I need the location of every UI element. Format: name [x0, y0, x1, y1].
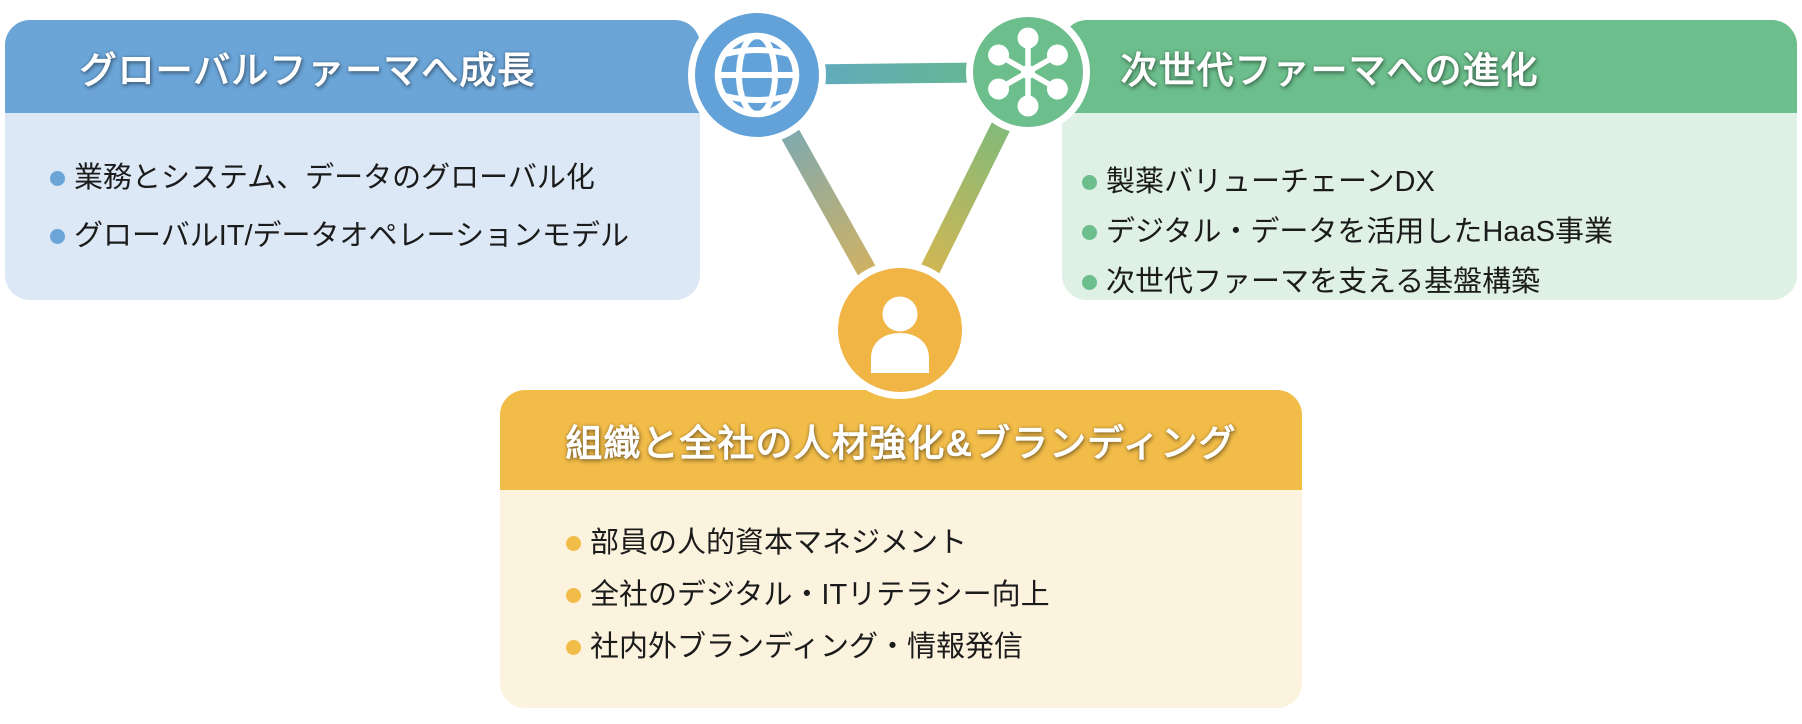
org-branding-title: 組織と全社の人材強化&ブランディング: [565, 423, 1237, 464]
org-branding-header: 組織と全社の人材強化&ブランディング: [500, 390, 1302, 490]
item-text: グローバルIT/データオペレーションモデル: [74, 220, 629, 252]
bullet-dot: [566, 587, 581, 603]
globe-icon: [695, 13, 819, 137]
list-item: 全社のデジタル・ITリテラシー向上: [566, 569, 1292, 621]
bullet-dot: [1082, 274, 1097, 290]
list-item: 業務とシステム、データのグローバル化: [50, 149, 690, 207]
item-text: 次世代ファーマを支える基盤構築: [1106, 266, 1541, 298]
global-pharma-box: グローバルファーマへ成長 業務とシステム、データのグローバル化 グローバルIT/…: [5, 20, 700, 300]
bullet-dot: [566, 535, 581, 551]
org-branding-box: 組織と全社の人材強化&ブランディング 部員の人的資本マネジメント 全社のデジタル…: [500, 390, 1302, 708]
next-gen-pharma-box: 次世代ファーマへの進化 製薬バリューチェーンDX デジタル・データを活用したHa…: [1062, 20, 1797, 300]
bullet-dot: [1082, 174, 1097, 190]
global-pharma-items: 業務とシステム、データのグローバル化 グローバルIT/データオペレーションモデル: [50, 149, 690, 265]
item-text: 業務とシステム、データのグローバル化: [74, 162, 595, 194]
next-gen-pharma-title: 次世代ファーマへの進化: [1120, 49, 1539, 91]
org-branding-body: 部員の人的資本マネジメント 全社のデジタル・ITリテラシー向上 社内外ブランディ…: [500, 490, 1302, 708]
bullet-dot: [50, 170, 65, 186]
person-icon: [838, 268, 962, 392]
bullet-dot: [50, 228, 65, 244]
list-item: デジタル・データを活用したHaaS事業: [1082, 207, 1787, 257]
global-pharma-body: 業務とシステム、データのグローバル化 グローバルIT/データオペレーションモデル: [5, 113, 700, 300]
next-gen-pharma-header: 次世代ファーマへの進化: [1062, 20, 1797, 113]
list-item: 部員の人的資本マネジメント: [566, 517, 1292, 569]
bullet-dot: [1082, 224, 1097, 240]
item-text: 製薬バリューチェーンDX: [1106, 166, 1435, 198]
item-text: 社内外ブランディング・情報発信: [590, 631, 1023, 663]
list-item: 製薬バリューチェーンDX: [1082, 157, 1787, 207]
list-item: 社内外ブランディング・情報発信: [566, 621, 1292, 673]
list-item: グローバルIT/データオペレーションモデル: [50, 207, 690, 265]
org-branding-items: 部員の人的資本マネジメント 全社のデジタル・ITリテラシー向上 社内外ブランディ…: [566, 517, 1292, 673]
global-pharma-header: グローバルファーマへ成長: [5, 20, 700, 113]
network-icon: [973, 17, 1083, 127]
next-gen-pharma-body: 製薬バリューチェーンDX デジタル・データを活用したHaaS事業 次世代ファーマ…: [1062, 113, 1797, 300]
list-item: 次世代ファーマを支える基盤構築: [1082, 257, 1787, 307]
item-text: デジタル・データを活用したHaaS事業: [1106, 216, 1613, 248]
item-text: 全社のデジタル・ITリテラシー向上: [590, 579, 1050, 611]
next-gen-pharma-items: 製薬バリューチェーンDX デジタル・データを活用したHaaS事業 次世代ファーマ…: [1082, 157, 1787, 307]
global-pharma-title: グローバルファーマへ成長: [79, 49, 536, 91]
bullet-dot: [566, 639, 581, 655]
item-text: 部員の人的資本マネジメント: [590, 527, 968, 559]
